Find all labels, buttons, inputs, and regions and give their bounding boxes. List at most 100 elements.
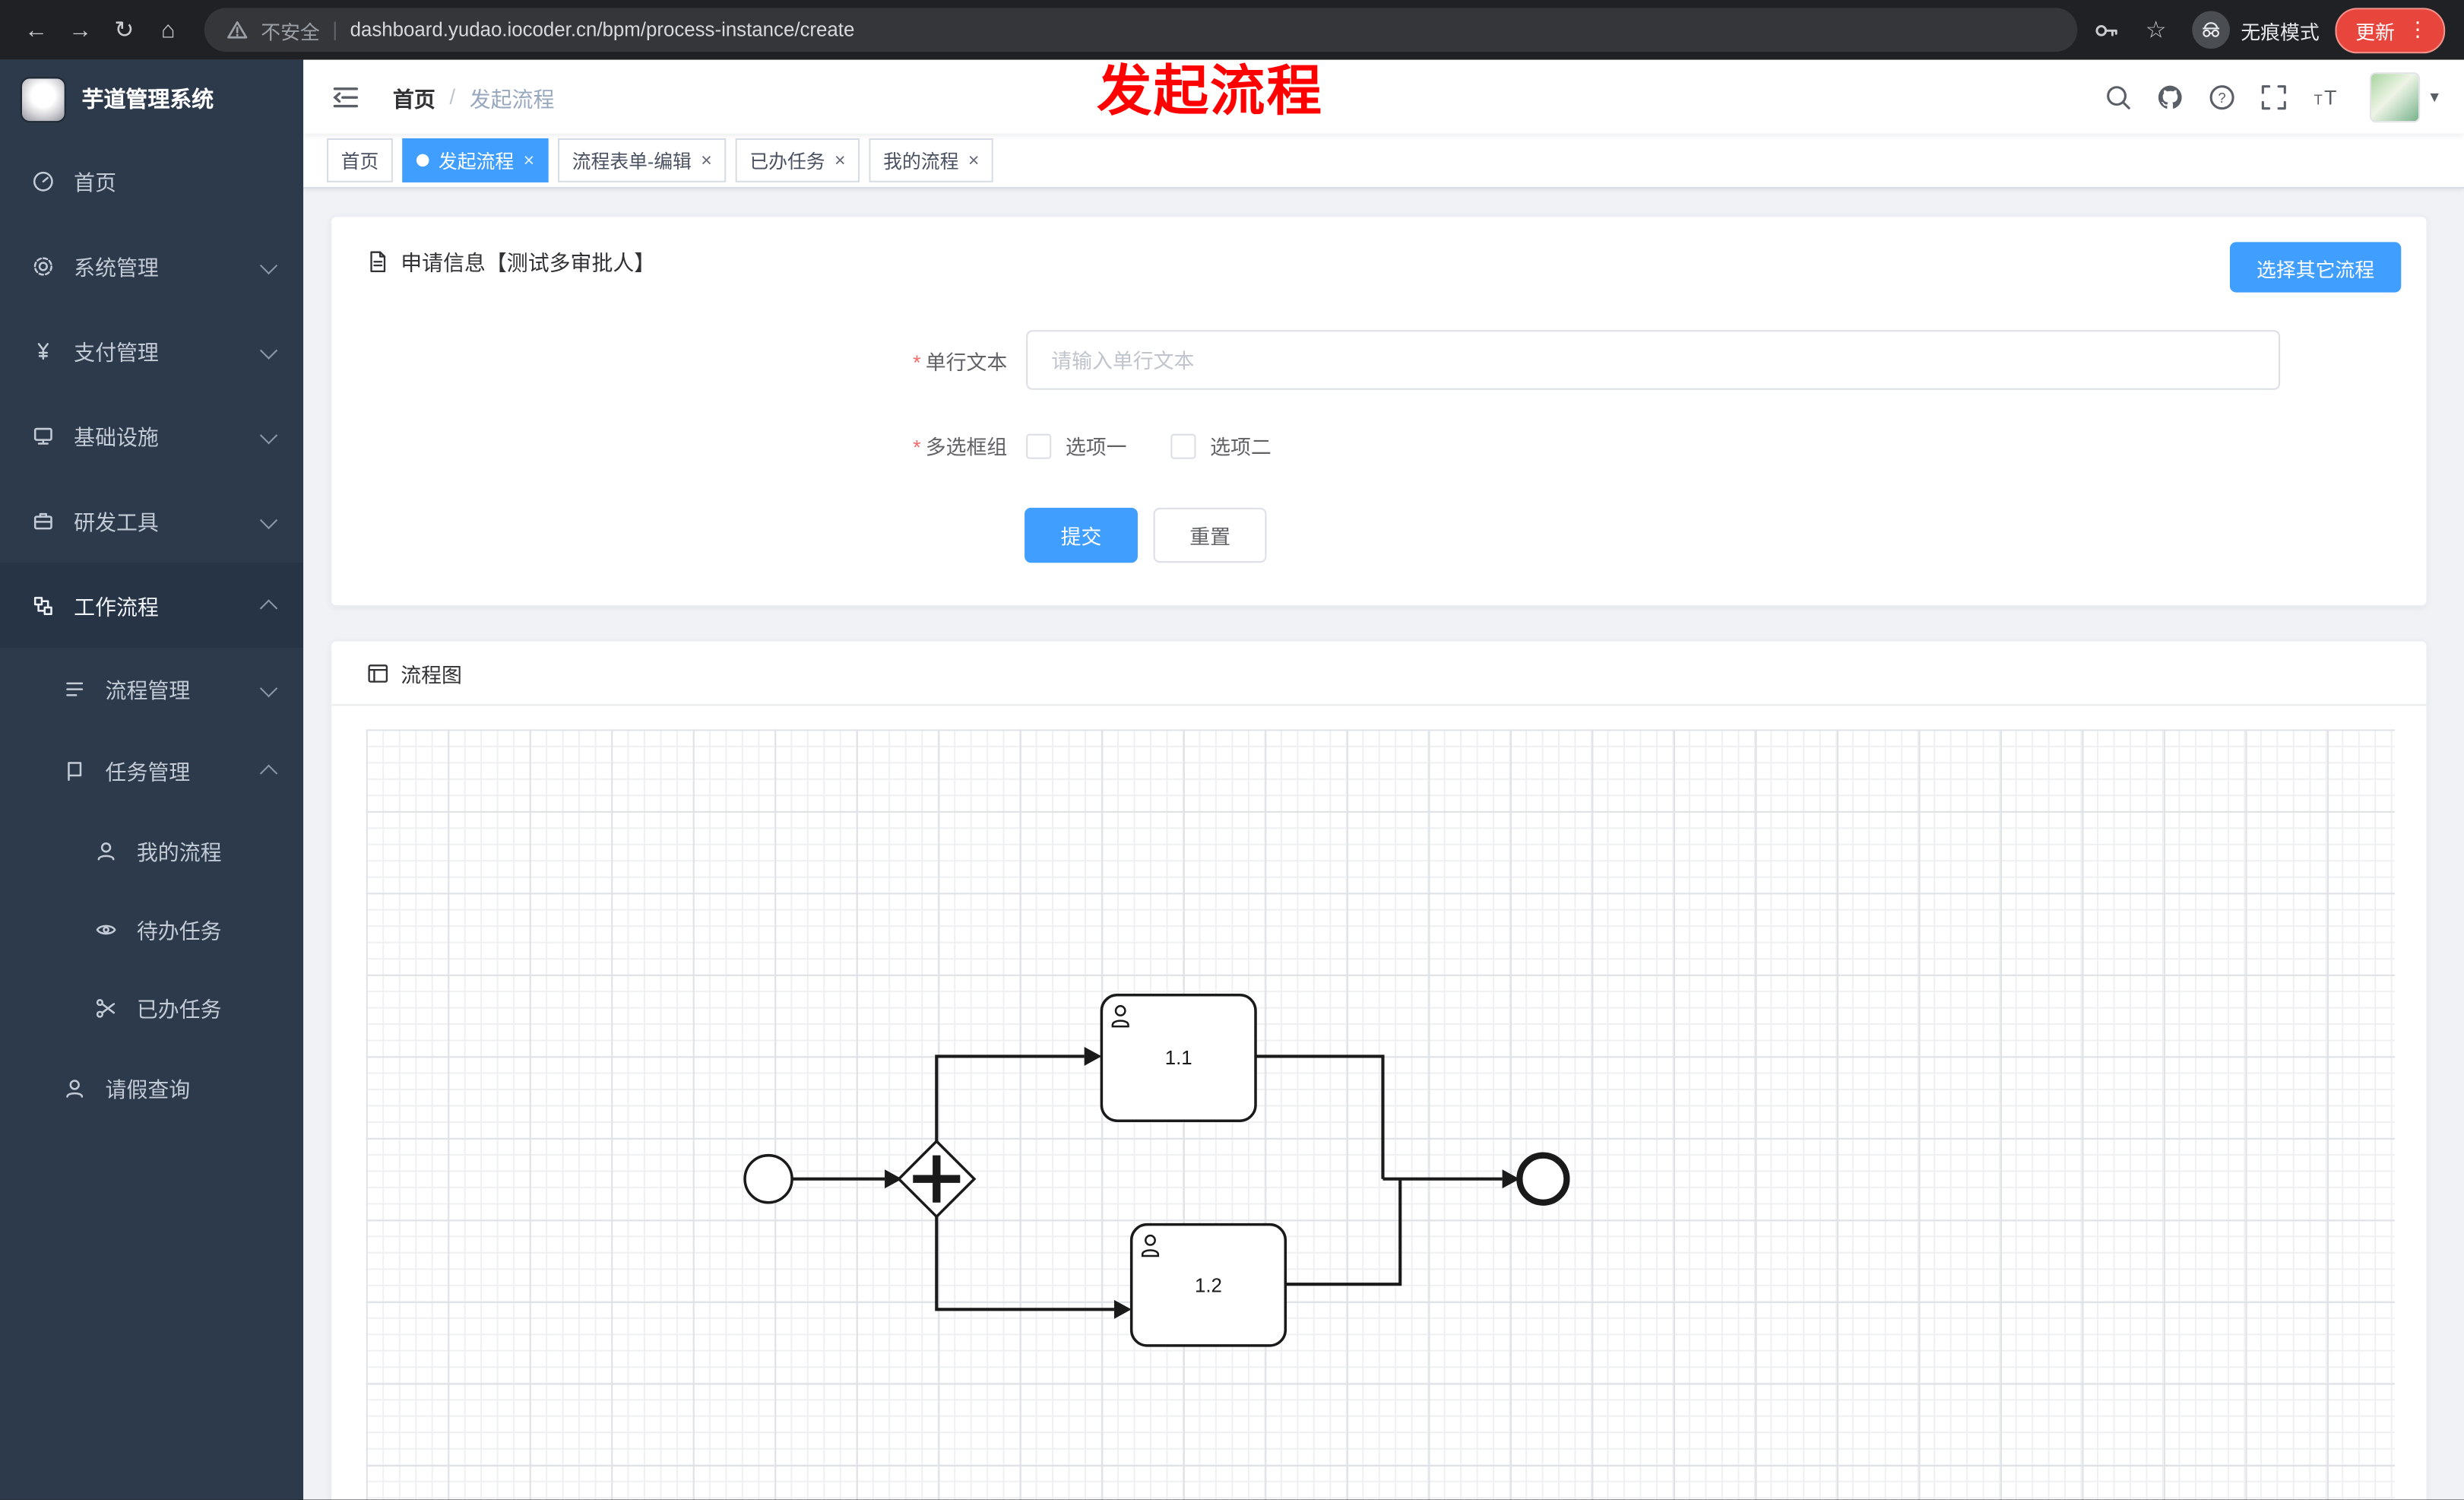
tab-home[interactable]: 首页 <box>327 138 393 182</box>
end-event[interactable] <box>1516 1152 1570 1206</box>
breadcrumb-home[interactable]: 首页 <box>392 87 435 111</box>
security-label[interactable]: 不安全 <box>261 21 320 43</box>
address-separator: | <box>332 18 338 41</box>
field-label: 单行文本 <box>925 350 1008 374</box>
sidebar-item-payment[interactable]: 支付管理 <box>0 308 303 393</box>
sidebar-item-home[interactable]: 首页 <box>0 138 303 224</box>
flow-start-to-gateway <box>792 1169 902 1189</box>
sidebar-item-leave-query[interactable]: 请假查询 <box>0 1047 303 1129</box>
parallel-gateway[interactable] <box>897 1139 977 1219</box>
task-label: 1.2 <box>1195 1276 1222 1297</box>
refresh-icon[interactable]: ↻ <box>114 17 135 44</box>
required-marker: * <box>913 350 921 374</box>
user-task-icon <box>1111 1005 1129 1028</box>
sidebar-toggle-icon[interactable] <box>330 81 361 112</box>
user-menu[interactable]: ▾ <box>2370 71 2439 122</box>
task-label: 1.1 <box>1165 1048 1192 1069</box>
chevron-down-icon <box>259 679 278 698</box>
close-icon[interactable]: × <box>968 149 980 172</box>
sidebar-item-task-management[interactable]: 任务管理 <box>0 729 303 811</box>
forward-icon[interactable]: → <box>68 16 92 43</box>
checkbox-icon[interactable] <box>1170 433 1196 458</box>
incognito-indicator: 无痕模式 <box>2192 11 2320 49</box>
flow-gateway-to-task2 <box>935 1216 1132 1319</box>
chevron-up-icon <box>259 764 278 782</box>
sidebar-item-process-management[interactable]: 流程管理 <box>0 648 303 730</box>
close-icon[interactable]: × <box>701 149 712 172</box>
svg-text:T: T <box>2325 85 2337 108</box>
close-icon[interactable]: × <box>835 149 846 172</box>
sidebar-item-workflow[interactable]: 工作流程 <box>0 563 304 648</box>
breadcrumb-current: 发起流程 <box>469 87 555 111</box>
field-label: 多选框组 <box>925 435 1008 459</box>
user-task-icon <box>1141 1234 1160 1257</box>
chevron-down-icon <box>259 341 278 360</box>
diagram-icon <box>368 664 388 682</box>
flow-gateway-to-task1 <box>935 1047 1102 1142</box>
user-icon <box>66 1079 84 1097</box>
main-content: 申请信息【测试多审批人】 选择其它流程 *单行文本 *多选框组 <box>303 187 2464 1500</box>
address-bar[interactable]: 不安全 | dashboard.yudao.iocoder.cn/bpm/pro… <box>204 8 2078 52</box>
reset-button[interactable]: 重置 <box>1153 507 1267 563</box>
start-event[interactable] <box>743 1153 793 1204</box>
tags-view-bar: 首页 发起流程 × 流程表单-编辑 × 已办任务 × 我的流程 × <box>303 133 2464 189</box>
browser-update-button[interactable]: 更新 ⋮ <box>2335 7 2446 53</box>
bpmn-canvas[interactable]: 1.1 1.2 <box>366 729 2396 1500</box>
application-form: *单行文本 *多选框组 选项一 选 <box>331 305 2426 563</box>
flow-task1-to-end <box>1256 1054 1385 1179</box>
dashboard-icon <box>33 170 53 191</box>
application-card: 申请信息【测试多审批人】 选择其它流程 *单行文本 *多选框组 <box>330 215 2428 607</box>
eye-icon <box>96 924 116 934</box>
checkbox-icon[interactable] <box>1026 433 1052 458</box>
sidebar-item-system[interactable]: 系统管理 <box>0 224 303 309</box>
submit-button[interactable]: 提交 <box>1025 507 1138 563</box>
diagram-card-title: 流程图 <box>401 662 462 687</box>
scissors-icon <box>96 998 116 1017</box>
form-item-checkbox-group: *多选框组 选项一 选项二 <box>331 431 2426 461</box>
key-icon[interactable] <box>2093 17 2120 43</box>
sidebar: 芋道管理系统 首页 系统管理 支付管理 基础设施 <box>0 59 304 1500</box>
close-icon[interactable]: × <box>523 149 535 172</box>
flow-task2-to-end <box>1285 1178 1402 1286</box>
user-task-1-2[interactable]: 1.2 <box>1129 1223 1287 1347</box>
fullscreen-icon[interactable] <box>2260 83 2288 111</box>
top-navbar: 首页 / 发起流程 ? T T ▾ <box>303 59 2464 134</box>
user-task-1-1[interactable]: 1.1 <box>1100 994 1257 1122</box>
tab-create-process[interactable]: 发起流程 × <box>402 138 549 182</box>
home-icon[interactable]: ⌂ <box>160 16 176 43</box>
tab-done-tasks[interactable]: 已办任务 × <box>735 138 860 182</box>
search-icon[interactable] <box>2105 83 2133 111</box>
checkbox-option-1[interactable]: 选项一 <box>1026 431 1127 461</box>
application-card-title: 申请信息【测试多审批人】 <box>401 251 656 275</box>
sidebar-item-infrastructure[interactable]: 基础设施 <box>0 393 303 478</box>
github-icon[interactable] <box>2157 83 2185 111</box>
list-icon <box>66 681 84 696</box>
tab-my-processes[interactable]: 我的流程 × <box>869 138 993 182</box>
svg-text:?: ? <box>2219 89 2226 105</box>
help-icon[interactable]: ? <box>2209 83 2237 111</box>
breadcrumb-separator: / <box>449 84 456 109</box>
app-logo[interactable]: 芋道管理系统 <box>0 60 303 138</box>
sidebar-item-pending-tasks[interactable]: 待办任务 <box>0 890 303 968</box>
checkbox-option-2[interactable]: 选项二 <box>1170 431 1272 461</box>
bookmark-star-icon[interactable]: ☆ <box>2145 17 2167 44</box>
single-line-text-input[interactable] <box>1026 330 2281 390</box>
font-size-icon[interactable]: T T <box>2312 83 2340 111</box>
sidebar-item-done-tasks[interactable]: 已办任务 <box>0 969 303 1047</box>
sidebar-item-my-processes[interactable]: 我的流程 <box>0 811 303 890</box>
diagram-card: 流程图 <box>330 639 2428 1500</box>
tab-form-edit[interactable]: 流程表单-编辑 × <box>558 138 727 182</box>
sidebar-item-devtools[interactable]: 研发工具 <box>0 478 303 563</box>
plus-icon <box>913 1155 961 1203</box>
incognito-label: 无痕模式 <box>2241 21 2320 43</box>
select-other-process-button[interactable]: 选择其它流程 <box>2229 242 2402 293</box>
chevron-up-icon <box>259 599 278 617</box>
avatar[interactable] <box>2370 71 2421 122</box>
url-text[interactable]: dashboard.yudao.iocoder.cn/bpm/process-i… <box>350 18 855 41</box>
back-icon[interactable]: ← <box>24 16 49 43</box>
checkbox-group: 选项一 选项二 <box>1026 431 1272 461</box>
browser-menu-icon[interactable]: ⋮ <box>2407 17 2428 41</box>
user-chat-icon <box>97 842 115 860</box>
chevron-down-icon <box>259 256 278 275</box>
